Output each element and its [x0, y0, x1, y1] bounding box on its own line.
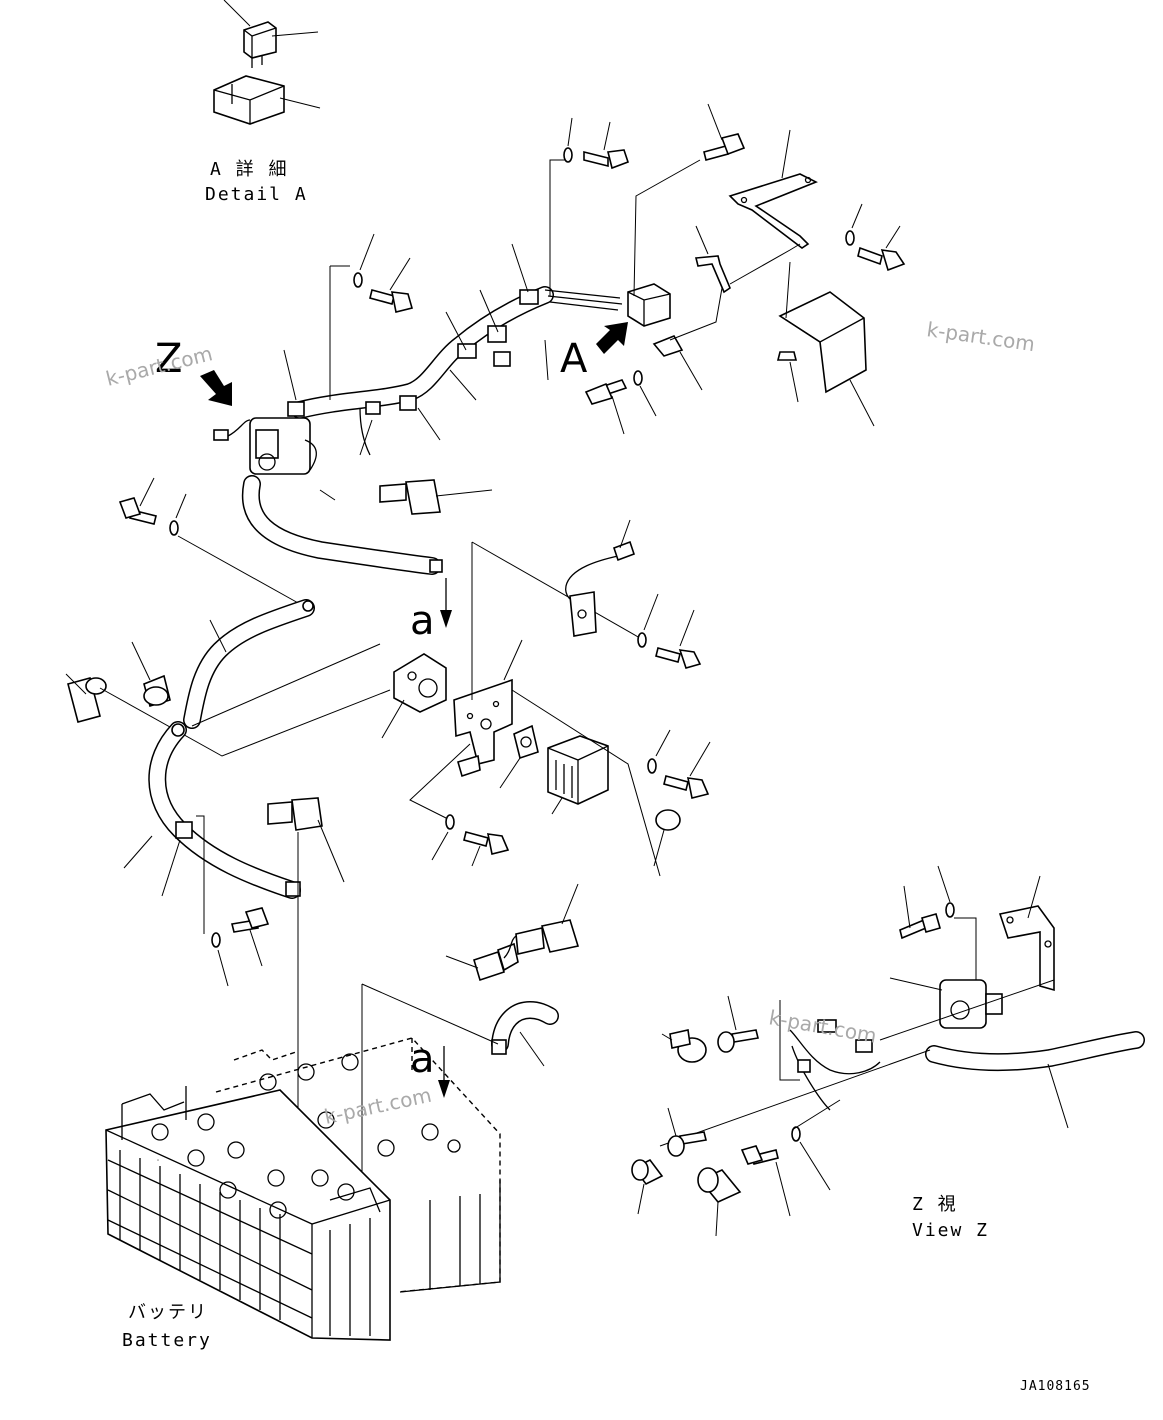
harness-connector [519, 289, 539, 305]
washer [945, 902, 955, 918]
drawing-code: JA108165 [1020, 1379, 1091, 1394]
washer [445, 814, 455, 830]
watermark: k-part.com [322, 1083, 434, 1129]
connector-plug [515, 919, 580, 955]
cable-terminal [302, 600, 314, 612]
bolt [118, 497, 157, 525]
mounting-bracket [728, 173, 818, 249]
battery-relay [393, 653, 447, 713]
rear-battery [215, 1037, 501, 1293]
wire-harness-z [789, 1019, 881, 1111]
bolt [583, 149, 630, 170]
middle-section: a [65, 477, 711, 1200]
view-z-en-label: View Z [912, 1220, 989, 1241]
bolt [463, 831, 510, 855]
bolt [899, 913, 941, 940]
harness-clamp [399, 395, 417, 411]
cable-terminal [429, 559, 443, 573]
washer [633, 370, 643, 386]
relay-bracket [998, 905, 1055, 992]
bolt [663, 775, 710, 799]
harness-connector [487, 325, 507, 343]
view-z-group: Z 視 View Z [631, 865, 1145, 1241]
connector-block [627, 283, 671, 327]
resistor-block [547, 735, 609, 805]
washer [647, 758, 657, 774]
relay-socket-part [213, 75, 285, 125]
terminal-boot [143, 674, 171, 708]
watermark: k-part.com [767, 1005, 878, 1048]
bracket-fastener-group [329, 103, 906, 435]
marker-a-small-2: a [410, 1036, 435, 1082]
cable-terminal [285, 881, 301, 897]
relay-cover [778, 291, 867, 394]
detail-a-en-label: Detail A [205, 184, 308, 205]
marker-a-small-1: a [410, 598, 435, 644]
connector-plug [379, 479, 441, 515]
harness-clamp [365, 401, 381, 415]
battery-group: バッテリ Battery [105, 1037, 501, 1351]
washer [563, 147, 573, 163]
clip [457, 754, 481, 778]
rivet [776, 351, 798, 361]
marker-z-label: Z [155, 336, 182, 382]
relay-part [243, 21, 277, 68]
detail-a-marker: A [560, 322, 628, 382]
battery-jp-label: バッテリ [128, 1302, 208, 1323]
bolt [740, 1145, 779, 1165]
bolt [369, 289, 413, 313]
cable-terminal [171, 723, 185, 737]
bolt [667, 1131, 707, 1157]
view-z-jp-label: Z 視 [912, 1194, 958, 1215]
bolt [857, 246, 906, 272]
connector-plug [267, 797, 323, 831]
gasket [513, 724, 539, 760]
harness-connector [493, 351, 511, 367]
detail-a-group: A 詳 細 Detail A [205, 0, 321, 205]
front-battery [105, 1086, 391, 1341]
bolt [655, 647, 702, 669]
washer [211, 932, 221, 948]
clip [652, 334, 684, 357]
harness-connector [457, 343, 477, 359]
washer [845, 230, 855, 246]
battery-relay-z [939, 979, 1003, 1029]
bolt [231, 907, 270, 933]
marker-a-label: A [560, 336, 588, 382]
bolt [584, 379, 628, 405]
battery-en-label: Battery [122, 1330, 212, 1351]
watermark: k-part.com [925, 317, 1036, 356]
ground-cable [565, 540, 636, 637]
bolt [717, 1029, 759, 1053]
washer [169, 520, 179, 536]
washer [353, 272, 363, 288]
terminal-boot [697, 1167, 742, 1203]
main-harness-group [213, 243, 671, 575]
connector-plug [473, 942, 519, 982]
grommet [655, 809, 681, 831]
small-bracket [694, 255, 731, 294]
washer [637, 632, 647, 648]
view-z-marker: Z [155, 336, 232, 406]
terminal-boot [631, 1158, 664, 1186]
grommet [669, 1029, 707, 1063]
cable-terminal [491, 1039, 507, 1055]
bolt [703, 133, 746, 161]
mounting-plate [453, 678, 513, 765]
detail-a-jp-label: A 詳 細 [210, 159, 289, 180]
cable-clamp [175, 821, 193, 839]
terminal-boot [67, 677, 107, 723]
battery-relay-assembly [213, 401, 317, 475]
